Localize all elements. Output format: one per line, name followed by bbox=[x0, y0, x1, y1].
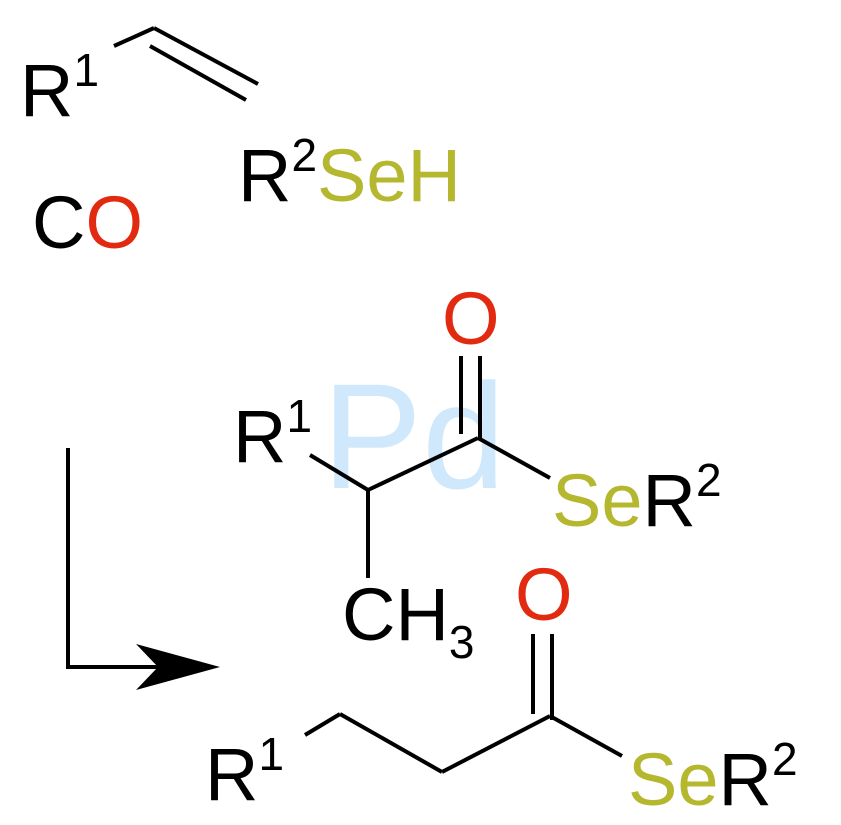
alkene-r-symbol: R bbox=[20, 49, 73, 132]
linear-bond-carbonyl-to-se bbox=[549, 714, 623, 758]
branched-r1-symbol: R bbox=[233, 395, 286, 478]
co-oxygen: O bbox=[85, 181, 143, 264]
linear-se: Se bbox=[628, 738, 719, 821]
selenol-label: R2SeH bbox=[238, 129, 461, 217]
branched-product: O R1 SeR2 CH3 bbox=[233, 277, 722, 668]
linear-r2-index: 2 bbox=[772, 733, 798, 785]
alkene-reactant: R1 bbox=[20, 26, 259, 132]
alkene-r-index: 1 bbox=[73, 44, 99, 96]
branched-bond-ch-to-carbonyl bbox=[367, 436, 479, 492]
alkene-r1-label: R1 bbox=[20, 44, 99, 132]
alkene-double-bond-inner bbox=[149, 44, 247, 102]
linear-ser2-label: SeR2 bbox=[628, 733, 798, 821]
branched-se: Se bbox=[552, 459, 643, 542]
linear-r1-symbol: R bbox=[205, 733, 258, 816]
branched-r1-label: R1 bbox=[233, 390, 312, 478]
catalyst-label: Pd bbox=[322, 352, 505, 520]
selenol-r-symbol: R bbox=[238, 134, 291, 217]
selenol-r-index: 2 bbox=[291, 129, 317, 181]
linear-r2-symbol: R bbox=[719, 738, 772, 821]
linear-r1-label: R1 bbox=[205, 728, 284, 816]
branched-methyl-label: CH3 bbox=[342, 573, 474, 668]
arrow-head bbox=[136, 644, 220, 690]
co-carbon: C bbox=[32, 181, 85, 264]
selenol-seh: SeH bbox=[317, 134, 461, 217]
linear-product: O R1 SeR2 bbox=[205, 553, 798, 821]
methyl-index: 3 bbox=[449, 616, 475, 668]
methyl-ch: CH bbox=[342, 573, 449, 656]
linear-oxygen: O bbox=[515, 553, 573, 636]
alkene-double-bond-outer bbox=[153, 26, 259, 86]
carbon-monoxide-label: CO bbox=[32, 181, 143, 264]
linear-bond-c1-to-c2 bbox=[339, 712, 443, 774]
branched-ser2-label: SeR2 bbox=[552, 454, 722, 542]
branched-r2-symbol: R bbox=[643, 459, 696, 542]
linear-bond-r1-to-c1 bbox=[303, 712, 342, 737]
branched-bond-r1-to-ch bbox=[308, 453, 370, 492]
linear-r1-index: 1 bbox=[258, 728, 284, 780]
alkene-single-bond bbox=[113, 26, 155, 48]
branched-bond-carbonyl-to-se bbox=[477, 436, 551, 480]
branched-oxygen: O bbox=[442, 277, 500, 360]
linear-bond-c2-to-carbonyl bbox=[441, 714, 551, 774]
branched-r1-index: 1 bbox=[286, 390, 312, 442]
reaction-arrow bbox=[66, 448, 220, 690]
branched-r2-index: 2 bbox=[696, 454, 722, 506]
